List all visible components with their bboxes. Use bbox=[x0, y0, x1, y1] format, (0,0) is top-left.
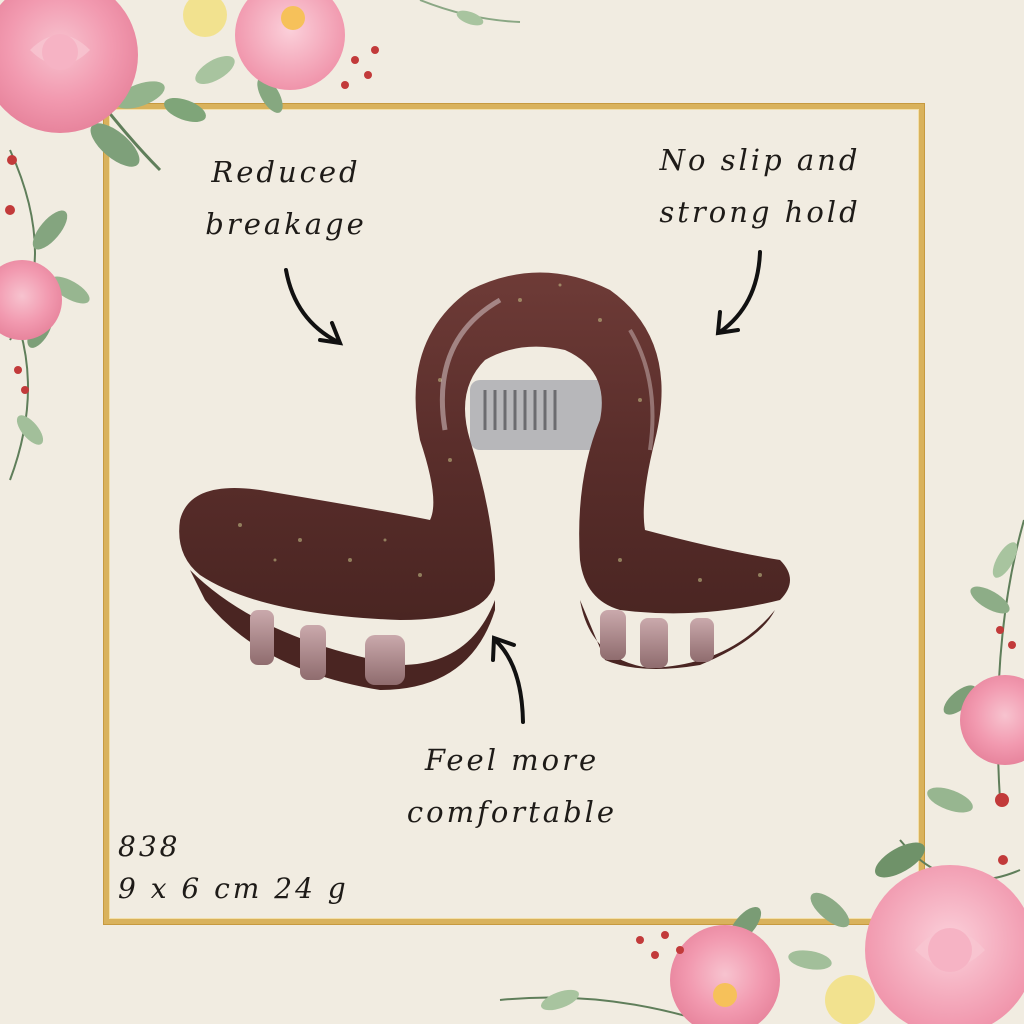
callout-line: No slip and bbox=[659, 143, 861, 177]
callout-line: strong hold bbox=[659, 195, 861, 229]
gold-frame bbox=[104, 104, 924, 924]
curved-arrow-icon bbox=[284, 268, 344, 346]
callout-line: Reduced bbox=[211, 155, 361, 189]
callout-comfortable: Feel more comfortable bbox=[404, 734, 620, 838]
rose-flower-icon bbox=[0, 0, 521, 481]
product-specs: 838 9 x 6 cm 24 g bbox=[118, 826, 349, 910]
callout-line: breakage bbox=[205, 207, 367, 241]
callout-no-slip: No slip and strong hold bbox=[650, 134, 870, 238]
rose-flower-icon bbox=[499, 519, 1024, 1024]
callout-line: comfortable bbox=[406, 795, 618, 829]
product-code: 838 bbox=[118, 830, 181, 863]
curved-arrow-icon bbox=[491, 635, 525, 724]
callout-reduced-breakage: Reduced breakage bbox=[196, 146, 376, 250]
product-size-weight: 9 x 6 cm 24 g bbox=[118, 872, 349, 905]
curved-arrow-icon bbox=[715, 250, 762, 336]
callout-line: Feel more bbox=[424, 743, 600, 777]
